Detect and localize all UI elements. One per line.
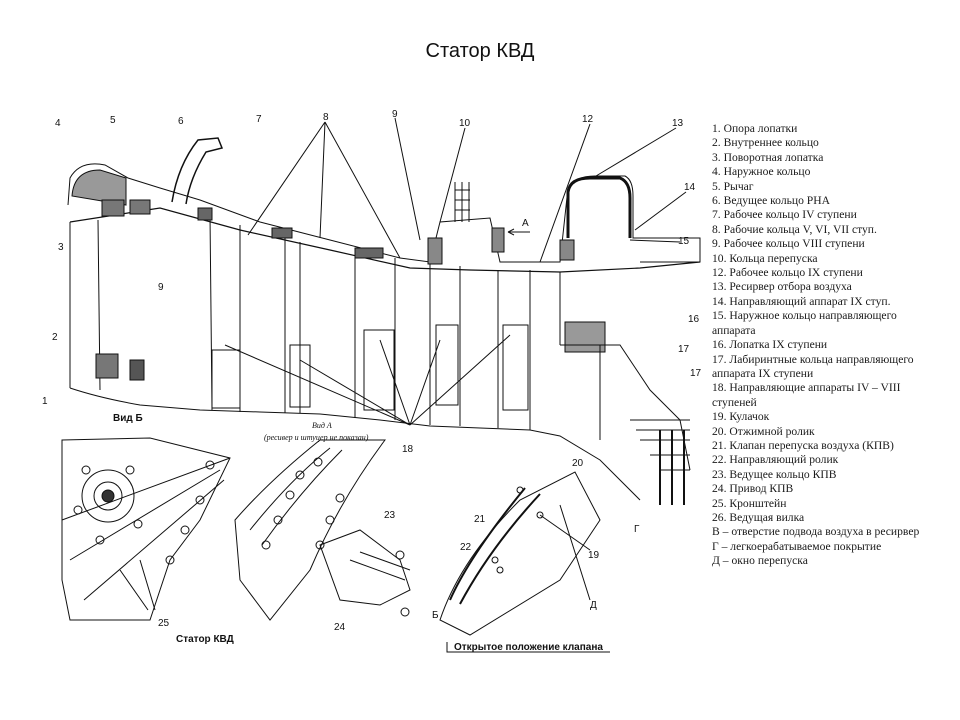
legend-item: 21. Клапан перепуска воздуха (КПВ) [712,438,894,452]
callout-20: 20 [572,458,584,469]
callout-9: 9 [392,109,398,120]
legend-item: Д – окно перепуска [712,554,808,568]
view-b-caption: Вид Б [113,413,143,424]
callout-15: 15 [678,236,690,247]
callout-25: 25 [158,618,170,629]
callout-13: 13 [672,118,684,129]
legend-item: 25. Кронштейн [712,496,787,510]
legend-item: 12. Рабочее кольцо IX ступени [712,266,863,280]
callout-14: 14 [684,182,696,193]
legend-item: 15. Наружное кольцо направляющего аппара… [712,309,897,337]
legend-item: 24. Привод КПВ [712,482,794,496]
legend-item: 26. Ведущая вилка [712,510,805,524]
callout-17: 17 [678,344,690,355]
callout-12: 12 [582,114,594,125]
legend-item: 2. Внутреннее кольцо [712,136,819,150]
view-a-caption: Вид А [312,421,332,430]
legend-item: 14. Направляющий аппарат IX ступ. [712,294,891,308]
legend-item: В – отверстие подвода воздуха в ресирвер [712,525,920,539]
legend-item: 18. Направляющие аппараты IV – VIII ступ… [712,381,901,409]
legend-item: 16. Лопатка IX ступени [712,338,828,352]
callout-19: 19 [588,550,600,561]
callout-4: 4 [55,118,61,129]
legend-item: 13. Ресирвер отбора воздуха [712,280,852,294]
callout-5: 5 [110,115,116,126]
legend-item: 8. Рабочие кольца V, VI, VII ступ. [712,222,877,236]
legend-item: 1. Опора лопатки [712,122,798,135]
callout-8: 8 [323,112,329,123]
view-a-note: (ресивер и штуцер не показан) [264,433,369,442]
legend-item: 7. Рабочее кольцо IV ступени [712,208,857,222]
small-label: 9 [158,282,164,293]
legend-item: 4. Наружное кольцо [712,165,811,179]
legend-list: 1. Опора лопатки 2. Внутреннее кольцо 3.… [712,122,934,569]
legend-item: 10. Кольца перепуска [712,251,818,265]
legend-item: 20. Отжимной ролик [712,424,815,438]
stator-caption: Статор КВД [176,634,234,645]
callout-10: 10 [459,118,471,129]
legend-item: 22. Направляющий ролик [712,453,839,467]
arrow-a-label: А [522,218,529,229]
view-a-detail [234,439,411,621]
legend-item: 23. Ведущее кольцо КПВ [712,467,837,481]
callout-21: 21 [474,514,486,525]
legend-item: 3. Поворотная лопатка [712,150,824,164]
legend-item: 17. Лабиринтные кольца направляющего апп… [712,352,914,380]
callout-7: 7 [256,114,262,125]
legend-item: 6. Ведущее кольцо РНА [712,194,830,208]
callout-18: 18 [402,444,414,455]
page-title: Статор КВД [425,40,535,62]
letter-d: Д [590,600,597,611]
callout-6: 6 [178,116,184,127]
letter-g: Г [634,524,640,535]
callout-16: 16 [688,314,700,325]
callout-24: 24 [334,622,346,633]
letter-b: Б [432,610,439,621]
callout-1: 1 [42,396,48,407]
legend-item: 5. Рычаг [712,179,754,193]
open-valve-caption: Открытое положение клапана [454,642,603,653]
legend-item: Г – легкоерабатываемое покрытие [712,539,882,553]
callout-2: 2 [52,332,58,343]
open-valve-detail [439,471,610,653]
view-b-detail [61,437,231,621]
callout-23: 23 [384,510,396,521]
main-section [67,117,701,505]
legend-item: 9. Рабочее кольцо VIII ступени [712,237,865,251]
callout-3: 3 [58,242,64,253]
callout-22: 22 [460,542,472,553]
legend-item: 19. Кулачок [712,410,770,424]
callout-17b: 17 [690,368,702,379]
